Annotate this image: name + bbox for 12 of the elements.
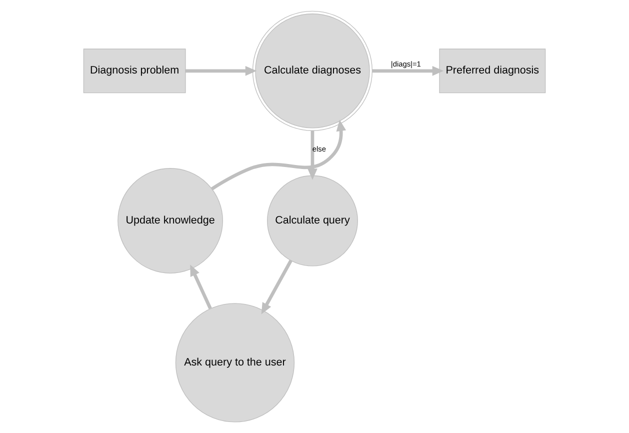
node-box: Diagnosis problem (83, 48, 186, 94)
edge-label: else (312, 144, 326, 154)
arrow (210, 120, 346, 190)
arrow (190, 264, 212, 310)
node-box: Preferred diagnosis (439, 48, 546, 94)
arrow (372, 66, 444, 76)
node-circle: Update knowledge (118, 168, 223, 274)
arrow (261, 260, 292, 314)
arrow (308, 130, 318, 180)
node-circle: Calculate query (267, 175, 358, 266)
arrow (185, 66, 257, 76)
edge-label: |diags|=1 (390, 60, 421, 69)
